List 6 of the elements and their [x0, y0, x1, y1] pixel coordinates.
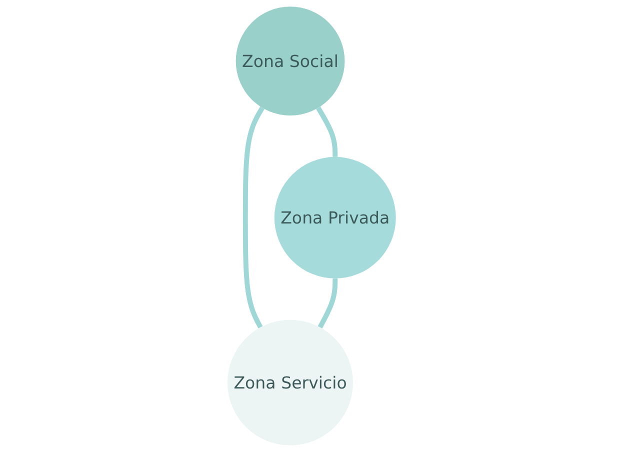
- node-circle: Zona Servicio: [227, 320, 353, 446]
- connector: [318, 278, 338, 328]
- node-circle: Zona Privada: [274, 156, 396, 278]
- connector: [242, 106, 264, 328]
- node-circle: Zona Social: [236, 6, 345, 116]
- connector: [316, 106, 338, 157]
